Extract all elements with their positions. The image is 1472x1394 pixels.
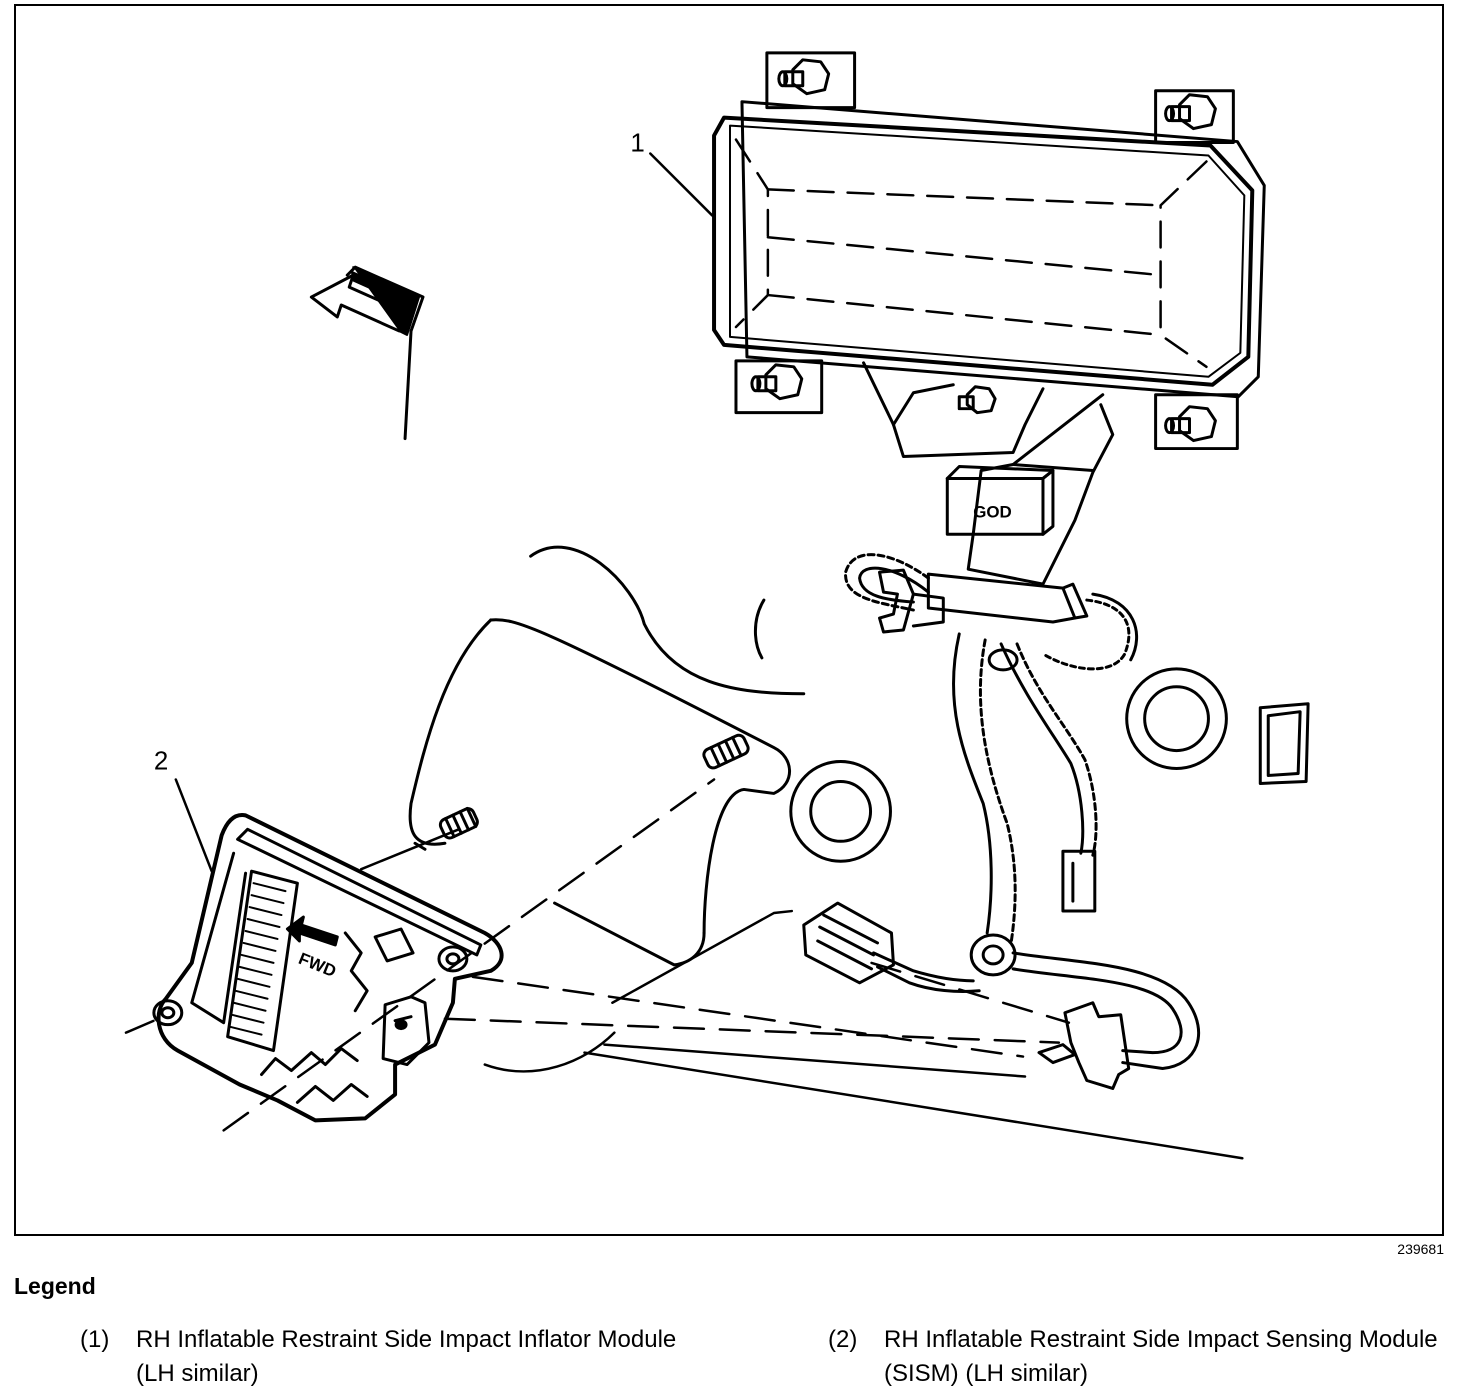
- legend-item: (2) RH Inflatable Restraint Side Impact …: [828, 1323, 1468, 1393]
- legend-item-text: RH Inflatable Restraint Side Impact Sens…: [884, 1326, 1438, 1387]
- figure-id: 239681: [1397, 1241, 1444, 1257]
- alignment-lines: [124, 778, 1071, 1132]
- inflator-connector: GOD: [945, 465, 1055, 536]
- connector-stamp: GOD: [973, 502, 1012, 521]
- legend-item-text: RH Inflatable Restraint Side Impact Infl…: [136, 1326, 677, 1387]
- sensing-module: FWD: [152, 813, 504, 1123]
- legend-item-number: (2): [828, 1326, 858, 1353]
- inflator-module: GOD: [712, 51, 1310, 945]
- callout-2: [174, 778, 213, 873]
- diagram-frame: GOD: [14, 4, 1444, 1236]
- diagram-drawing: GOD: [124, 51, 1310, 1160]
- callout-1: [649, 152, 714, 217]
- mount-tab-top-right: [1154, 89, 1235, 145]
- callout-label-2: 2: [154, 748, 168, 776]
- mount-tab-bottom-left: [734, 359, 824, 415]
- edge-lines: [359, 828, 1244, 1160]
- legend-item-number: (1): [80, 1326, 110, 1353]
- grommets: [789, 667, 1228, 863]
- stud-nuts: [750, 58, 1217, 443]
- legend-title: Legend: [14, 1273, 96, 1299]
- legend-item: (1) RH Inflatable Restraint Side Impact …: [80, 1323, 720, 1393]
- mounting-studs: [438, 733, 750, 840]
- callout-label-1: 1: [630, 130, 644, 158]
- forward-arrow-icon: [309, 265, 425, 441]
- body-panel: [408, 545, 806, 967]
- sism-harness: [802, 901, 1201, 1090]
- fwd-stamp: FWD: [296, 949, 339, 981]
